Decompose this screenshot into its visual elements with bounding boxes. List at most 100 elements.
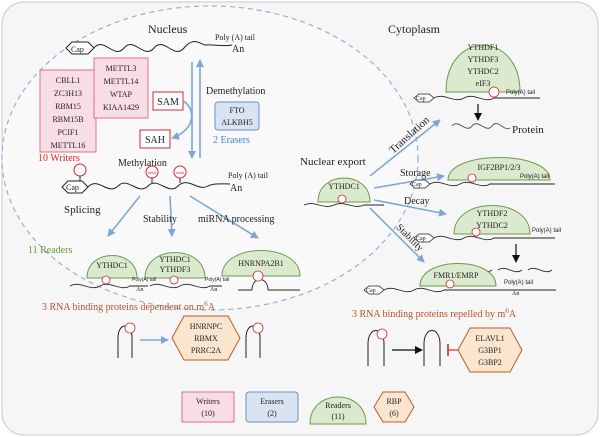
splicing-label: Splicing xyxy=(64,204,101,216)
export-reader-ythdc1 xyxy=(317,177,371,203)
legend-rbp xyxy=(373,391,415,423)
svg-text:(10): (10) xyxy=(201,409,215,418)
stability-rna xyxy=(383,287,556,293)
reader-ythdf2: YTHDF2 xyxy=(477,209,508,218)
erasers-title: 2 Erasers xyxy=(213,135,250,146)
decay-rna xyxy=(433,235,555,241)
top-mrna: Cap Poly (A) tail An xyxy=(65,33,256,55)
mirna-label: miRNA processing xyxy=(198,214,274,225)
svg-text:An: An xyxy=(230,183,242,194)
svg-text:Cap: Cap xyxy=(412,182,422,188)
protein-squiggle xyxy=(451,123,511,130)
stability-cyto-arrow xyxy=(369,207,425,263)
stability-reader xyxy=(419,263,497,287)
sah-label: SAH xyxy=(145,135,165,146)
sah-box xyxy=(139,129,171,149)
writer-kiaa1429: KIAA1429 xyxy=(103,103,139,112)
svg-text:An: An xyxy=(136,287,143,293)
svg-text:YTHDC1: YTHDC1 xyxy=(159,255,191,264)
reader-ythdc2: YTHDC2 xyxy=(467,67,499,76)
svg-text:Cap: Cap xyxy=(66,183,79,192)
svg-text:(2): (2) xyxy=(267,409,277,418)
writer-cbll1: CBLL1 xyxy=(56,76,80,85)
writer-zc3h13: ZC3H13 xyxy=(54,89,82,98)
splicing-arrow xyxy=(107,195,141,237)
rbp-dependent-title: 3 RNA binding proteins dependent on m6A xyxy=(42,300,216,313)
reader-ythdf3: YTHDF3 xyxy=(468,55,499,64)
decay-arrow xyxy=(373,199,447,217)
erasers-box xyxy=(214,101,260,131)
rbp-repelled-rna-right xyxy=(423,330,441,366)
reader-hnrnpa2b1 xyxy=(221,250,301,277)
rbp-repelled-title: 3 RNA binding proteins repelled by m6A xyxy=(352,307,517,320)
svg-text:Writers: Writers xyxy=(196,397,220,406)
legend-erasers xyxy=(245,391,299,423)
writer-mettl14: METTL14 xyxy=(104,77,139,86)
translation-reader xyxy=(445,45,521,93)
svg-text:An: An xyxy=(512,291,519,297)
rbp-g3bp1: G3BP1 xyxy=(478,346,502,355)
svg-text:(11): (11) xyxy=(331,412,344,421)
decay-label: Decay xyxy=(404,196,430,207)
writer-mettl16: METTL16 xyxy=(51,141,86,150)
decay-reader xyxy=(453,205,531,235)
svg-text:Poly (A) tail: Poly (A) tail xyxy=(215,33,256,42)
stability-label: Stability xyxy=(143,214,177,225)
writers-box-1 xyxy=(39,69,97,153)
rbp-prrc2a: PRRC2A xyxy=(191,346,221,355)
svg-text:Poly(A) tail: Poly(A) tail xyxy=(506,90,535,96)
export-rna xyxy=(303,203,384,207)
writer-wtap: WTAP xyxy=(110,90,133,99)
m6a-mark xyxy=(173,165,187,179)
svg-text:RBP: RBP xyxy=(386,397,402,406)
rbp-elavl1: ELAVL1 xyxy=(475,334,504,343)
eraser-alkbh5: ALKBH5 xyxy=(221,118,253,127)
reader-ythdc1-ythdf3 xyxy=(144,252,206,279)
reader-ythdc1 xyxy=(86,255,138,279)
cytoplasm-label: Cytoplasm xyxy=(388,22,441,36)
svg-text:An: An xyxy=(232,44,244,55)
eraser-fto: FTO xyxy=(230,106,245,115)
reader-ythdf1: YTHDF1 xyxy=(468,43,499,52)
svg-text:Cap: Cap xyxy=(366,288,376,294)
nucleus-label: Nucleus xyxy=(148,22,188,36)
storage-rna xyxy=(429,181,555,187)
legend: Writers (10) Erasers (2) Readers (11) RB… xyxy=(181,391,415,425)
mirna-arrow xyxy=(189,195,259,239)
svg-text:Erasers: Erasers xyxy=(260,397,284,406)
methylated-mrna: Cap Poly (A) tail An m6A m6A xyxy=(61,163,269,194)
svg-text:Cap: Cap xyxy=(71,45,84,54)
writer-pcif1: PCIF1 xyxy=(58,128,79,137)
svg-text:YTHDC1: YTHDC1 xyxy=(328,182,360,191)
m6a-mark xyxy=(145,165,159,179)
protein-label: Protein xyxy=(512,124,544,136)
rbp-hnrnpc: HNRNPC xyxy=(190,322,222,331)
svg-text:Readers: Readers xyxy=(325,401,351,410)
reader-rna-2 xyxy=(149,283,222,289)
rbp-g3bp2: G3BP2 xyxy=(478,358,502,367)
svg-text:Poly(A) tail: Poly(A) tail xyxy=(132,277,156,283)
svg-text:Cap: Cap xyxy=(416,96,426,102)
rbp-repelled-rna-left xyxy=(367,330,385,366)
readers-title: 11 Readers xyxy=(28,245,72,256)
writer-mettl3: METTL3 xyxy=(106,64,137,73)
nuclear-export-label: Nuclear export xyxy=(300,156,366,168)
legend-readers xyxy=(309,396,367,425)
svg-text:An: An xyxy=(210,287,217,293)
writers-box-2 xyxy=(93,57,149,119)
reader-eif3: eIF3 xyxy=(476,79,491,88)
svg-text:m6A: m6A xyxy=(176,170,185,175)
storage-arrow xyxy=(373,173,445,189)
rbp-rbmx: RBMX xyxy=(194,334,218,343)
svg-text:YTHDF3: YTHDF3 xyxy=(160,265,191,274)
svg-text:Poly (A) tail: Poly (A) tail xyxy=(228,171,269,180)
m7g-cap-mark xyxy=(73,163,87,177)
svg-text:m6A: m6A xyxy=(148,170,157,175)
stability-arrow xyxy=(167,195,176,237)
translation-rna xyxy=(433,95,540,101)
svg-text:YTHDC1: YTHDC1 xyxy=(96,261,128,270)
svg-text:Poly(A) tail: Poly(A) tail xyxy=(532,228,561,234)
rbp-dependent-hexagon xyxy=(171,315,241,361)
writer-rbm15b: RBM15B xyxy=(52,115,83,124)
